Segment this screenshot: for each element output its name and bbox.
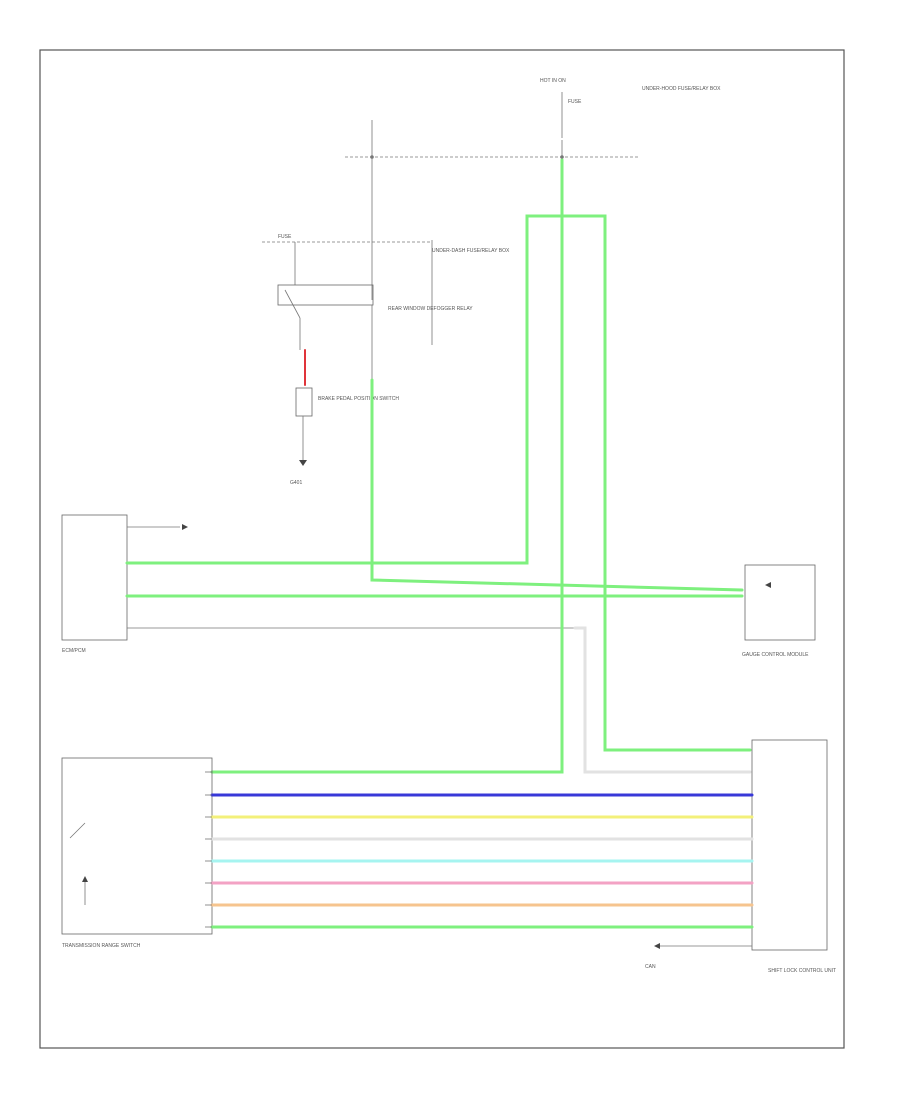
ground-label: G401	[290, 480, 302, 486]
connector-arrow-icon	[765, 582, 771, 588]
diagram-frame	[39, 49, 845, 1049]
switch-icon	[284, 289, 301, 319]
hot-label: HOT IN ON	[540, 78, 566, 84]
tcm-box: TRANSMISSION RANGE SWITCH	[61, 757, 213, 949]
splice-point	[370, 155, 374, 159]
switch-icon	[69, 822, 86, 839]
can-label: CAN	[645, 964, 656, 970]
left-fuse-label: FUSE	[278, 234, 292, 240]
connector-arrow-icon	[182, 524, 188, 530]
connector-arrow-icon	[654, 943, 660, 949]
connector-arrow-icon	[82, 876, 88, 882]
gauge-module: GAUGE CONTROL MODULE	[742, 564, 816, 658]
relay-label: REAR WINDOW DEFOGGER RELAY	[388, 306, 473, 312]
gauge-label: GAUGE CONTROL MODULE	[742, 652, 809, 658]
top-power-bus: HOT IN ON FUSE UNDER-HOOD FUSE/RELAY BOX	[345, 78, 721, 160]
fuse-box-label: UNDER-HOOD FUSE/RELAY BOX	[642, 86, 721, 92]
splice-point	[560, 155, 564, 159]
relay-box	[277, 284, 374, 306]
left-fuse-box-label: UNDER-DASH FUSE/RELAY BOX	[432, 248, 510, 254]
wire-white-return	[573, 626, 752, 774]
tcm-label: TRANSMISSION RANGE SWITCH	[62, 943, 141, 949]
wire-green-top-feed	[210, 158, 564, 774]
right-module: SHIFT LOCK CONTROL UNIT CAN	[645, 739, 836, 974]
ground-icon	[299, 460, 307, 466]
pin-stubs	[205, 771, 212, 928]
brake-switch-branch: BRAKE PEDAL POSITION SWITCH G401	[284, 289, 399, 486]
wire-green-left-feed	[370, 378, 744, 592]
wire-green-ecm-a	[125, 214, 752, 752]
brake-switch-label: BRAKE PEDAL POSITION SWITCH	[318, 396, 399, 402]
brake-switch-box	[295, 387, 313, 417]
ecm-box: ECM/PCM	[61, 514, 575, 654]
ecm-label: ECM/PCM	[62, 648, 86, 654]
left-power-bus: FUSE UNDER-DASH FUSE/RELAY BOX REAR WIND…	[262, 160, 510, 380]
right-module-label: SHIFT LOCK CONTROL UNIT	[768, 968, 836, 974]
fuse-label: FUSE	[568, 99, 582, 105]
